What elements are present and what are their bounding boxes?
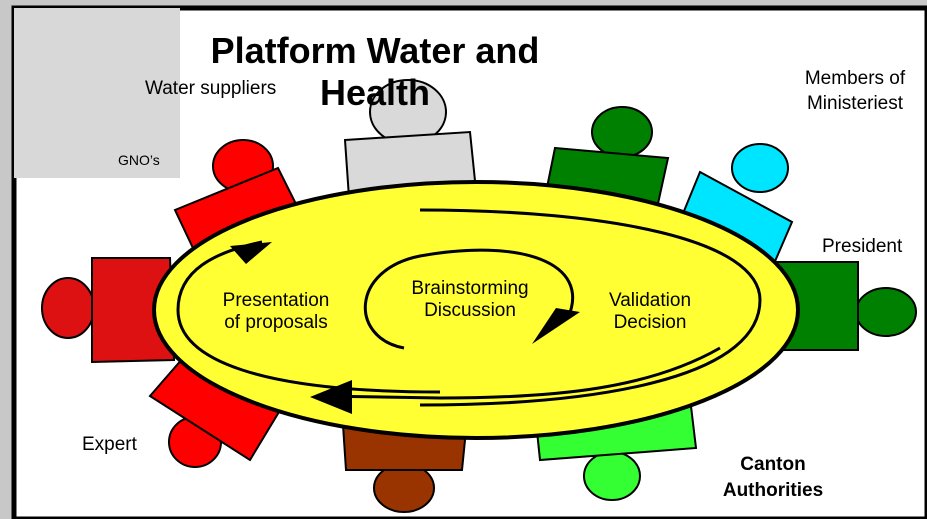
label-presentation: Presentation of proposals [196, 290, 356, 334]
label-gnos: GNO’s [118, 152, 160, 168]
arrowhead-top-left [230, 242, 272, 264]
label-members-line1: Members of [804, 68, 906, 89]
label-water-suppliers: Water suppliers [145, 78, 277, 99]
label-validation: Validation Decision [590, 290, 710, 334]
label-validation-line2: Decision [613, 312, 687, 333]
diagram-title: Platform Water and Health [210, 30, 540, 113]
label-members-line2: Ministeriest [806, 93, 904, 114]
label-canton-authorities: Canton Authorities [718, 452, 828, 504]
label-presentation-line2: of proposals [224, 312, 328, 333]
cycle-arrow-right [419, 208, 762, 407]
person-red-left-icon [41, 257, 176, 364]
label-brainstorming-line1: Brainstorming [411, 278, 529, 299]
arrowhead-brainstorm [532, 308, 580, 344]
cycle-arrow-left-top [176, 240, 441, 394]
label-validation-line1: Validation [608, 290, 692, 311]
corner-shade [14, 8, 180, 178]
person-red-expert-icon [148, 348, 287, 468]
label-presentation-line1: Presentation [222, 290, 330, 311]
table-ellipse [152, 180, 800, 440]
label-expert: Expert [82, 434, 137, 455]
label-members-of-ministeriest: Members of Ministeriest [770, 66, 927, 116]
panel-border [11, 5, 927, 519]
arrowhead-bottom-left [310, 380, 352, 414]
label-president: President [822, 236, 903, 257]
label-brainstorming-line2: Discussion [424, 300, 516, 321]
label-canton-line2: Authorities [722, 480, 824, 501]
label-canton-line1: Canton [740, 454, 806, 475]
label-brainstorming: Brainstorming Discussion [375, 278, 565, 322]
cycle-arrow-bottom [319, 346, 721, 400]
brainstorm-arrow [364, 248, 575, 350]
